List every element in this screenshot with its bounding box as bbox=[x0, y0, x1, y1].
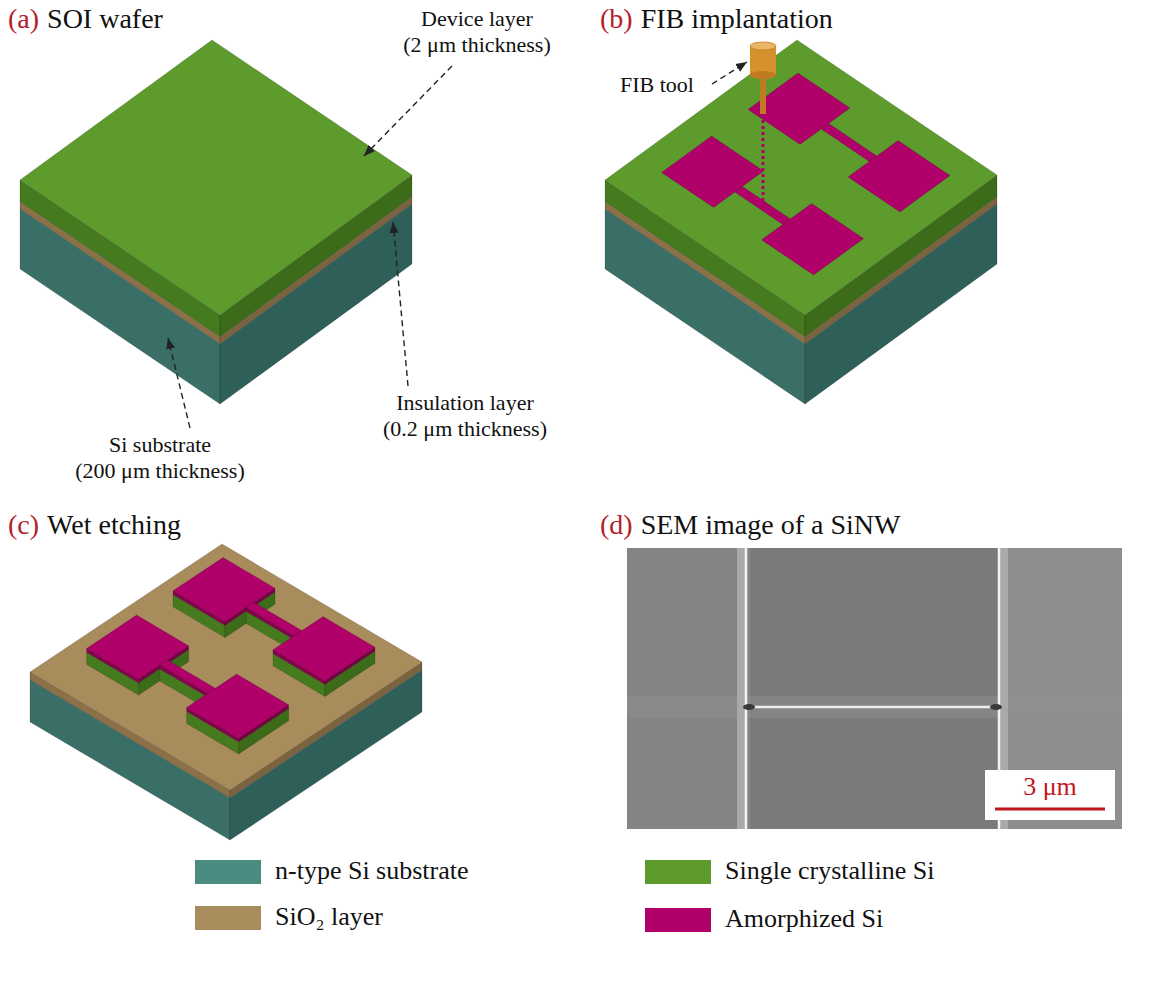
legend-swatch bbox=[195, 860, 261, 884]
legend-text: Single crystalline Si bbox=[725, 856, 934, 887]
nanowire bbox=[821, 124, 877, 162]
legend-text: Amorphized Si bbox=[725, 904, 883, 935]
contact-pad bbox=[848, 141, 950, 213]
layer-label: Device layer (2 μm thickness) bbox=[362, 6, 592, 58]
scale-label: 3 μm bbox=[985, 772, 1115, 803]
fib-tool bbox=[750, 42, 776, 203]
sem-image bbox=[627, 548, 1122, 829]
wafer-top bbox=[30, 544, 422, 790]
tool-bottom bbox=[750, 71, 776, 79]
legend-text: n-type Si substrate bbox=[275, 856, 469, 887]
panel-letter: (a) bbox=[8, 2, 39, 35]
wire-joint bbox=[743, 704, 755, 710]
layer-label: Si substrate (200 μm thickness) bbox=[40, 432, 280, 484]
leader-line bbox=[364, 66, 452, 156]
wire-joint bbox=[990, 704, 1002, 710]
scale-box bbox=[985, 770, 1115, 820]
contact-pad bbox=[187, 674, 289, 738]
sem-edge-line bbox=[745, 548, 748, 829]
legend-swatch bbox=[645, 908, 711, 932]
contact-pad bbox=[762, 204, 864, 276]
panel-title: SOI wafer bbox=[47, 2, 163, 35]
legend-swatch bbox=[195, 906, 261, 930]
leader-line bbox=[393, 222, 408, 386]
nanowire bbox=[160, 660, 216, 693]
contact-pad bbox=[273, 617, 375, 681]
wafer-top bbox=[605, 40, 997, 315]
sem-edge bbox=[737, 548, 747, 829]
sem-trench bbox=[750, 548, 998, 829]
panel-letter: (b) bbox=[600, 2, 633, 35]
ion-beam bbox=[762, 114, 765, 203]
legend-swatch bbox=[645, 860, 711, 884]
sem-background bbox=[627, 548, 1122, 829]
wafer-top bbox=[20, 40, 412, 315]
tool-top bbox=[750, 42, 776, 50]
tool-label: FIB tool bbox=[620, 72, 694, 98]
sem-band bbox=[627, 696, 1122, 718]
wafer-drawings bbox=[20, 40, 997, 840]
panel-title: FIB implantation bbox=[641, 2, 833, 35]
leader-line bbox=[168, 338, 190, 428]
panel-title: SEM image of a SiNW bbox=[641, 508, 901, 541]
panel-letter: (c) bbox=[8, 508, 39, 541]
panel-title: Wet etching bbox=[47, 508, 181, 541]
leader-line bbox=[712, 62, 747, 84]
layer-label: Insulation layer (0.2 μm thickness) bbox=[340, 390, 590, 442]
nanowire bbox=[748, 706, 997, 709]
legend-text: SiO₂ layer bbox=[275, 902, 383, 933]
nanowire bbox=[246, 602, 302, 635]
panel-letter: (d) bbox=[600, 508, 633, 541]
scale-bar bbox=[995, 808, 1105, 811]
leader-lines bbox=[168, 62, 747, 428]
tool-nozzle bbox=[760, 74, 766, 114]
